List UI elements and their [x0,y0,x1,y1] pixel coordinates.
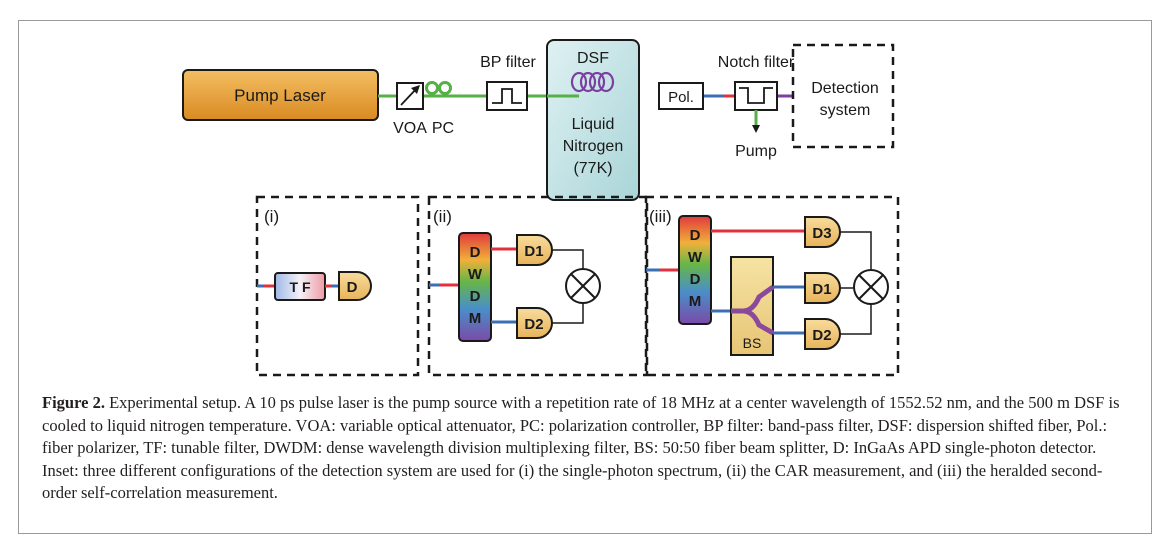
pump-laser: Pump Laser [182,69,379,121]
detector-d3-iii: D3 [804,216,841,248]
dsf-coil [570,71,615,93]
bs-label: BS [743,335,762,351]
bp-filter-label: BP filter [480,54,536,71]
coincidence-counter-iii [853,269,889,305]
nitrogen-line-2: Nitrogen [563,138,623,155]
liquid-nitrogen-dewar: DSF Liquid Nitrogen (77K) [546,39,640,201]
setup-diagram: Pump Laser VOA PC BP filter DSF Liquid [182,39,900,377]
dwdm-iii-letter-4: M [689,293,702,310]
detector-d1-iii: D1 [804,272,841,304]
dwdm-iii-letter-2: W [688,249,703,266]
detector-d1-ii: D1 [516,234,553,266]
detector-d: D [338,271,372,301]
detector-d1-ii-label: D1 [524,243,543,260]
detector-d-label: D [347,279,358,296]
figure-frame: Pump Laser VOA PC BP filter DSF Liquid [18,20,1152,534]
dwdm-ii-letter-1: D [470,244,481,261]
dwdm-iii: D W D M [678,215,712,325]
inset-ii: (ii) D W D M D1 D2 [427,195,649,377]
beam-splitter: BS [730,256,775,356]
detector-d2-iii: D2 [804,318,841,350]
dwdm-ii-letter-2: W [468,266,483,283]
caption-text: Experimental setup. A 10 ps pulse laser … [42,393,1120,502]
detector-d2-ii-label: D2 [524,316,543,333]
pc-label: PC [432,120,454,137]
inset-ii-label: (ii) [433,207,452,226]
detection-line-1: Detection [811,80,879,97]
dwdm-iii-letter-1: D [690,227,701,244]
dwdm-ii-letter-4: M [469,310,482,327]
tf-label: T F [290,279,311,295]
inset-iii-label: (iii) [649,207,672,226]
detector-d2-iii-label: D2 [812,327,831,344]
detector-d2-ii: D2 [516,307,553,339]
tunable-filter: T F [274,272,326,301]
inset-i-label: (i) [264,207,279,226]
nitrogen-line-1: Liquid [572,116,615,133]
fiber-polarizer: Pol. [658,82,704,110]
bp-filter: BP filter [480,54,537,111]
coincidence-counter-ii [565,268,601,304]
dsf-label: DSF [577,50,609,67]
detection-line-2: system [820,102,871,119]
dwdm-iii-letter-3: D [690,271,701,288]
detection-system: Detection system [791,43,895,149]
voa: VOA [393,82,427,137]
pump-laser-label: Pump Laser [234,86,326,105]
dwdm-ii: D W D M [458,232,492,342]
inset-iii: (iii) D W D M BS D3 D1 D2 [644,195,900,377]
inset-i: (i) T F D [255,195,420,377]
caption-label: Figure 2. [42,393,105,412]
pol-label: Pol. [668,89,694,106]
notch-filter: Notch filter Pump [718,54,795,160]
notch-filter-label: Notch filter [718,54,795,71]
voa-label: VOA [393,120,427,137]
detector-d3-iii-label: D3 [812,225,831,242]
figure-caption: Figure 2. Experimental setup. A 10 ps pu… [42,392,1132,505]
dwdm-ii-letter-3: D [470,288,481,305]
detector-d1-iii-label: D1 [812,281,831,298]
pump-out-label: Pump [735,143,777,160]
fiber-green [378,81,547,98]
nitrogen-line-3: (77K) [573,160,612,177]
